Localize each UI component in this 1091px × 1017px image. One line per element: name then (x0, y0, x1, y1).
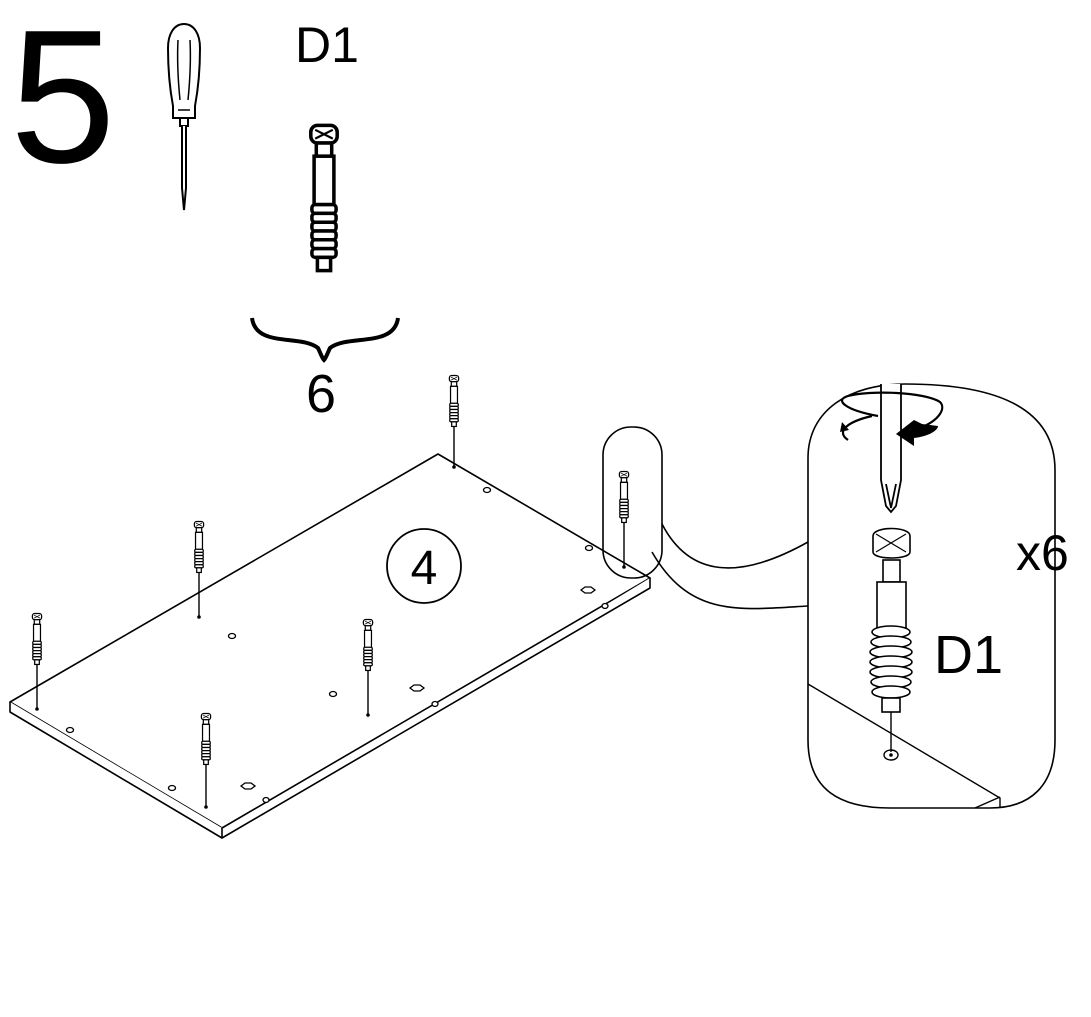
rotate-arrow-icon (840, 391, 944, 446)
bolt-guides (36, 424, 625, 806)
bolt-5 (200, 712, 212, 766)
bolt-markers (35, 465, 626, 809)
cam-bolt-icon (308, 123, 340, 273)
panel-number: 4 (411, 542, 438, 595)
fitting-code: D1 (295, 17, 359, 73)
detail-screwdriver-icon (880, 384, 902, 514)
detail-multiplier: x6 (1016, 525, 1069, 581)
fitting-quantity: 6 (306, 364, 336, 424)
bolt-1 (448, 374, 460, 428)
bolt-3 (31, 612, 43, 666)
detail-connector (651, 523, 809, 610)
detail-part-code: D1 (934, 625, 1003, 685)
bolt-6 (618, 470, 630, 524)
brace-shape (250, 317, 400, 363)
detail-cam-bolt-icon (869, 527, 913, 713)
screwdriver-icon (166, 22, 202, 211)
detail-callout: x6 D1 (807, 383, 1069, 809)
bolt-4 (362, 618, 374, 672)
panel-board (9, 453, 651, 839)
highlight-capsule (602, 426, 663, 579)
step-number: 5 (10, 0, 116, 203)
panel-label: 4 (386, 528, 462, 604)
panel-holes (65, 486, 609, 804)
bolt-2 (193, 520, 205, 574)
